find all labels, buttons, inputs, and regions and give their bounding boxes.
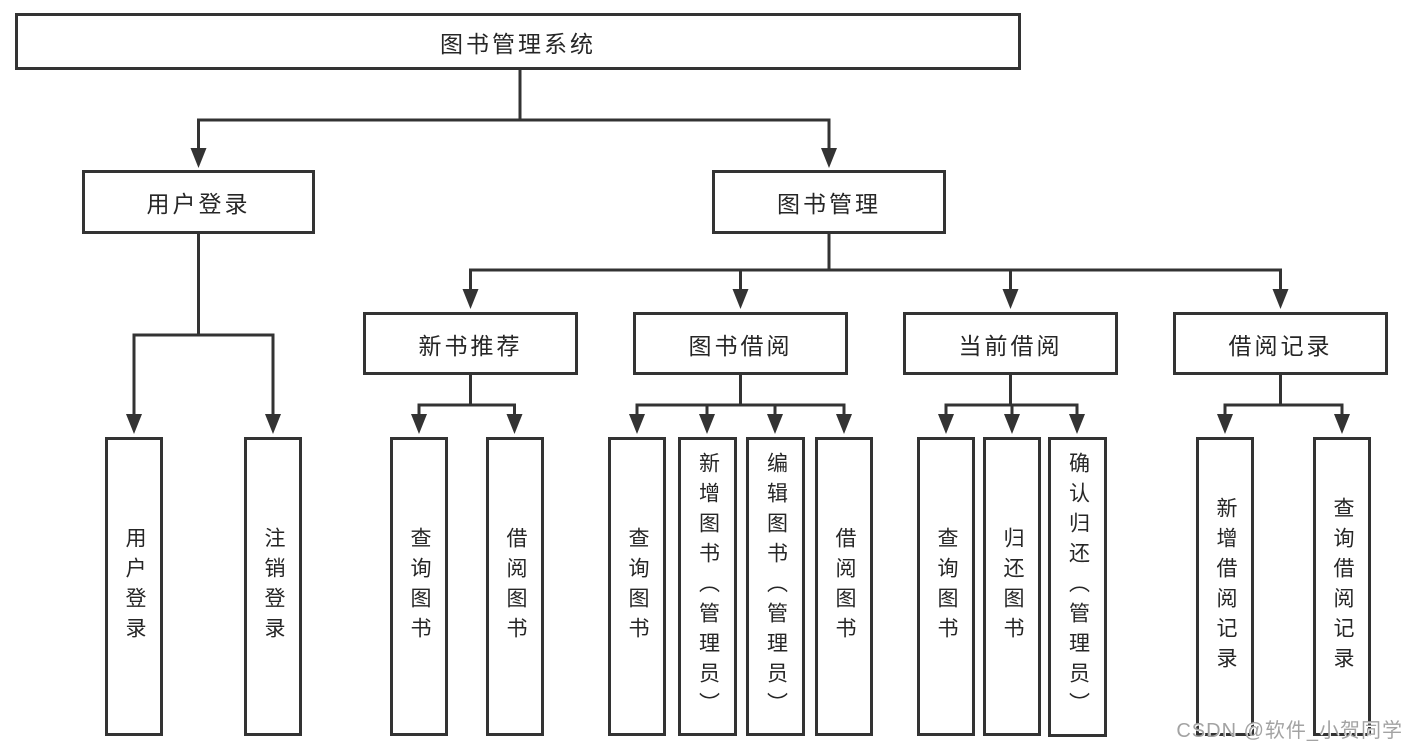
node-new-book-recommendation: 新书推荐 xyxy=(363,312,578,375)
leaf-edit-books-admin: 编辑图书（管理员） xyxy=(746,437,805,736)
node-user-login: 用户登录 xyxy=(82,170,315,234)
node-current-borrowing: 当前借阅 xyxy=(903,312,1118,375)
leaf-add-books-admin: 新增图书（管理员） xyxy=(678,437,737,736)
leaf-query-books-recommend: 查询图书 xyxy=(390,437,448,736)
node-book-borrowing: 图书借阅 xyxy=(633,312,848,375)
node-book-management: 图书管理 xyxy=(712,170,946,234)
leaf-query-borrow-record: 查询借阅记录 xyxy=(1313,437,1371,736)
leaf-confirm-return-admin: 确认归还（管理员） xyxy=(1048,437,1107,737)
node-library-management-system: 图书管理系统 xyxy=(15,13,1021,70)
csdn-watermark: CSDN @软件_小贺同学 xyxy=(1176,720,1403,742)
leaf-borrow-books-recommend: 借阅图书 xyxy=(486,437,544,736)
leaf-query-books-borrowing: 查询图书 xyxy=(608,437,666,736)
leaf-return-books: 归还图书 xyxy=(983,437,1041,736)
leaf-user-login: 用户登录 xyxy=(105,437,163,736)
node-borrowing-records: 借阅记录 xyxy=(1173,312,1388,375)
leaf-logout: 注销登录 xyxy=(244,437,302,736)
leaf-add-borrow-record: 新增借阅记录 xyxy=(1196,437,1254,736)
arrowheads xyxy=(126,148,1350,434)
leaf-query-books-current: 查询图书 xyxy=(917,437,975,736)
leaf-borrow-books-borrowing: 借阅图书 xyxy=(815,437,873,736)
